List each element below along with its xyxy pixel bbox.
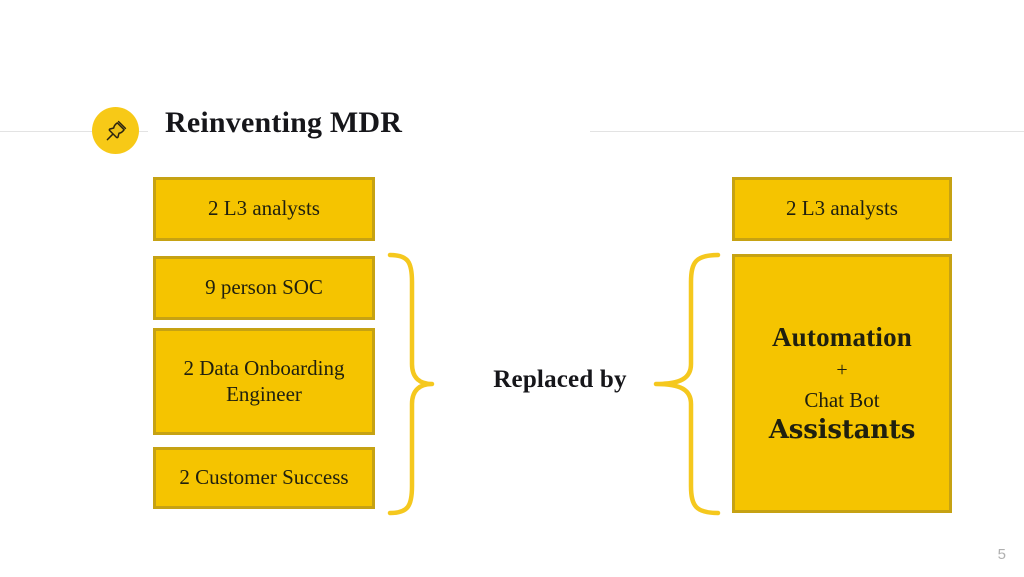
left-box-person-soc: 9 person SOC [153, 256, 375, 320]
header-divider-left [0, 131, 148, 132]
automation-label: Automation [771, 322, 912, 353]
pushpin-icon [103, 118, 129, 144]
right-brace-icon [652, 252, 722, 516]
right-box-l3-analysts: 2 L3 analysts [732, 177, 952, 241]
chat-bot-label: Chat Bot [804, 388, 880, 413]
header-divider-right [590, 131, 1024, 132]
left-box-l3-analysts: 2 L3 analysts [153, 177, 375, 241]
assistants-label: Assistants [768, 414, 916, 445]
left-box-data-onboarding-engineer-label: 2 Data Onboarding Engineer [183, 355, 345, 406]
left-box-data-onboarding-engineer: 2 Data Onboarding Engineer [153, 328, 375, 435]
pushpin-badge [92, 107, 139, 154]
right-box-automation: Automation + Chat Bot Assistants [732, 254, 952, 513]
left-box-l3-analysts-label: 2 L3 analysts [208, 196, 320, 221]
left-brace-icon [386, 252, 436, 516]
right-box-l3-analysts-label: 2 L3 analysts [786, 196, 898, 221]
left-box-customer-success: 2 Customer Success [153, 447, 375, 509]
page-number: 5 [997, 546, 1006, 563]
left-box-person-soc-label: 9 person SOC [205, 275, 323, 300]
left-box-customer-success-label: 2 Customer Success [179, 465, 349, 490]
automation-stack: Automation + Chat Bot Assistants [768, 321, 916, 446]
page-title: Reinventing MDR [165, 106, 403, 139]
replaced-by-label: Replaced by [493, 366, 627, 393]
plus-symbol: + [836, 359, 848, 382]
